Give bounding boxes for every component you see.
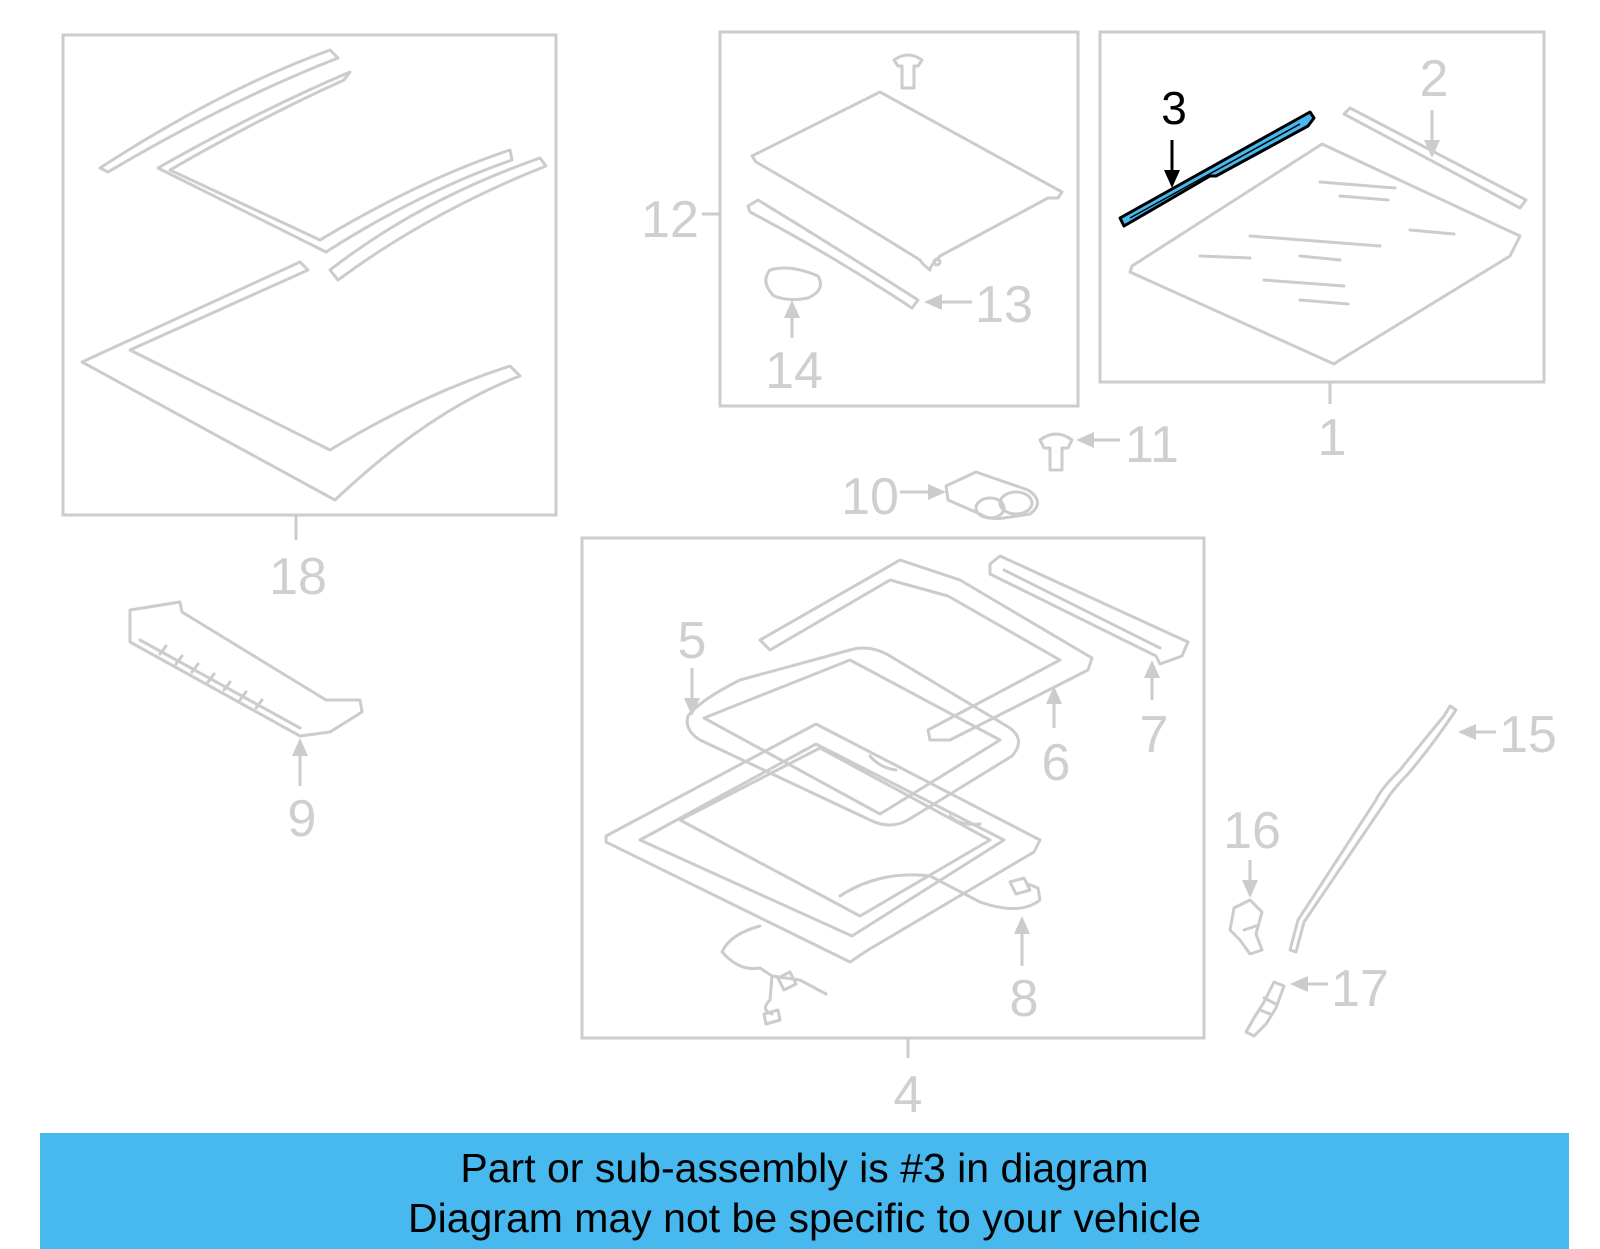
group-12-sunshade: 12 13 14 <box>641 30 1080 408</box>
callout-7: 7 <box>1140 706 1169 764</box>
info-banner: Part or sub-assembly is #3 in diagram Di… <box>40 1133 1569 1249</box>
callout-13: 13 <box>975 276 1033 334</box>
callout-5: 5 <box>678 612 707 670</box>
callout-11: 11 <box>1125 416 1179 474</box>
callout-12: 12 <box>641 191 699 249</box>
group-1-glass: 3 2 1 <box>1098 30 1546 467</box>
callout-3: 3 <box>1161 82 1187 134</box>
callout-16: 16 <box>1223 802 1281 860</box>
banner-line-2: Diagram may not be specific to your vehi… <box>407 1195 1201 1241</box>
part-15-drain-hose: 15 <box>1288 704 1557 954</box>
group-box-1 <box>1098 30 1546 384</box>
group-box-12 <box>718 30 1080 408</box>
callout-4: 4 <box>894 1066 923 1124</box>
part-10-drain-fitting: 10 <box>841 468 1039 526</box>
callout-17: 17 <box>1331 960 1389 1018</box>
callout-1: 1 <box>1318 409 1347 467</box>
group-18-roof-panel: 18 <box>61 33 558 606</box>
part-11-screw: 11 <box>1038 416 1179 474</box>
callout-6: 6 <box>1042 734 1071 792</box>
group-box-18 <box>61 33 558 517</box>
part-16-clip: 16 <box>1223 802 1281 956</box>
part-17-connector: 17 <box>1244 960 1389 1038</box>
callout-10: 10 <box>841 468 899 526</box>
group-4-frame: 8 5 6 7 4 <box>580 536 1206 1124</box>
part-9-deflector: 9 <box>128 600 364 848</box>
callout-15: 15 <box>1499 706 1557 764</box>
callout-14: 14 <box>765 342 823 400</box>
callout-18: 18 <box>269 548 327 606</box>
callout-2: 2 <box>1420 50 1449 108</box>
banner-line-1: Part or sub-assembly is #3 in diagram <box>460 1145 1149 1191</box>
parts-diagram: 18 12 13 14 3 2 <box>61 30 1557 1124</box>
callout-8: 8 <box>1010 970 1039 1028</box>
callout-9: 9 <box>288 790 317 848</box>
group-box-4 <box>580 536 1206 1040</box>
